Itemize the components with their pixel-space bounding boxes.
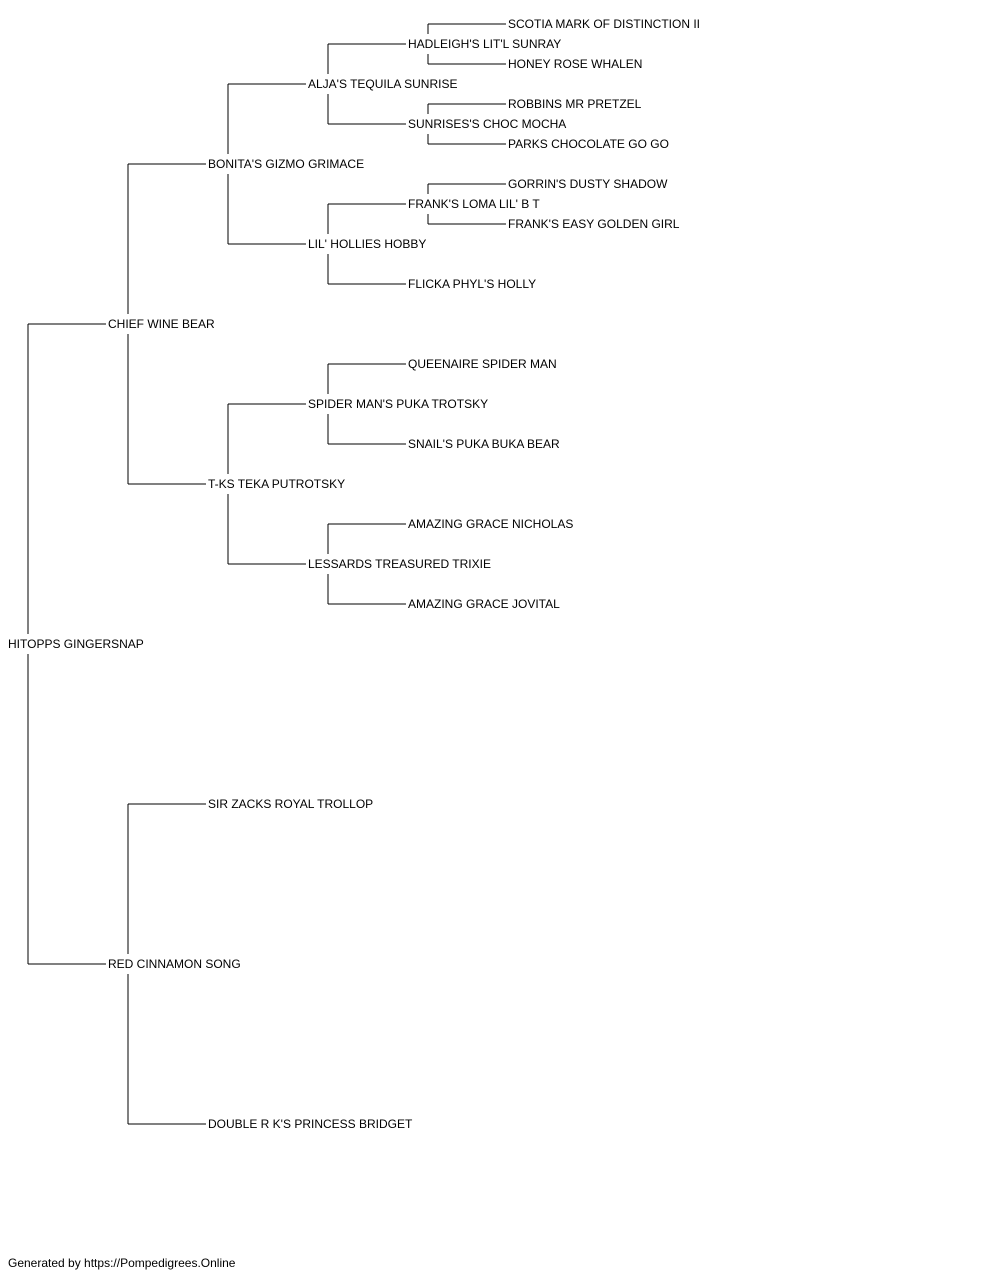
dog-name-root-d: RED CINNAMON SONG <box>108 957 241 971</box>
dog-name-root-s-s-d-s-s: GORRIN'S DUSTY SHADOW <box>508 177 668 191</box>
pedigree-connectors <box>27 23 506 1125</box>
dog-name-root-s-s-d: LIL' HOLLIES HOBBY <box>308 237 426 251</box>
dog-name-root-s-s-s-s-s: SCOTIA MARK OF DISTINCTION II <box>508 17 700 31</box>
dog-name-root-s-s-s-d-s: ROBBINS MR PRETZEL <box>508 97 642 111</box>
dog-name-root-s-d-d-s: AMAZING GRACE NICHOLAS <box>408 517 573 531</box>
dog-name-root-s-s-d-s: FRANK'S LOMA LIL' B T <box>408 197 540 211</box>
dog-name-root-s-d-d: LESSARDS TREASURED TRIXIE <box>308 557 491 571</box>
dog-name-root-d-s: SIR ZACKS ROYAL TROLLOP <box>208 797 373 811</box>
dog-name-root: HITOPPS GINGERSNAP <box>8 637 144 651</box>
dog-name-root-s-d: T-KS TEKA PUTROTSKY <box>208 477 345 491</box>
dog-name-root-s-d-s: SPIDER MAN'S PUKA TROTSKY <box>308 397 488 411</box>
footer-credit: Generated by https://Pompedigrees.Online <box>8 1256 236 1270</box>
dog-name-root-d-d: DOUBLE R K'S PRINCESS BRIDGET <box>208 1117 413 1131</box>
dog-name-root-s-s-d-s-d: FRANK'S EASY GOLDEN GIRL <box>508 217 680 231</box>
dog-name-root-s-s-s-d: SUNRISES'S CHOC MOCHA <box>408 117 566 131</box>
dog-name-root-s-d-d-d: AMAZING GRACE JOVITAL <box>408 597 560 611</box>
dog-name-root-s-s-s: ALJA'S TEQUILA SUNRISE <box>308 77 457 91</box>
dog-name-root-s-s: BONITA'S GIZMO GRIMACE <box>208 157 364 171</box>
dog-name-root-s-d-s-s: QUEENAIRE SPIDER MAN <box>408 357 557 371</box>
dog-name-root-s-s-s-s-d: HONEY ROSE WHALEN <box>508 57 642 71</box>
dog-name-root-s-s-d-d: FLICKA PHYL'S HOLLY <box>408 277 536 291</box>
dog-name-root-s: CHIEF WINE BEAR <box>108 317 215 331</box>
dog-name-root-s-s-s-s: HADLEIGH'S LIT'L SUNRAY <box>408 37 561 51</box>
dog-name-root-s-s-s-d-d: PARKS CHOCOLATE GO GO <box>508 137 669 151</box>
dog-name-root-s-d-s-d: SNAIL'S PUKA BUKA BEAR <box>408 437 560 451</box>
pedigree-labels: HITOPPS GINGERSNAP CHIEF WINE BEAR BONITA'… <box>8 17 700 1131</box>
